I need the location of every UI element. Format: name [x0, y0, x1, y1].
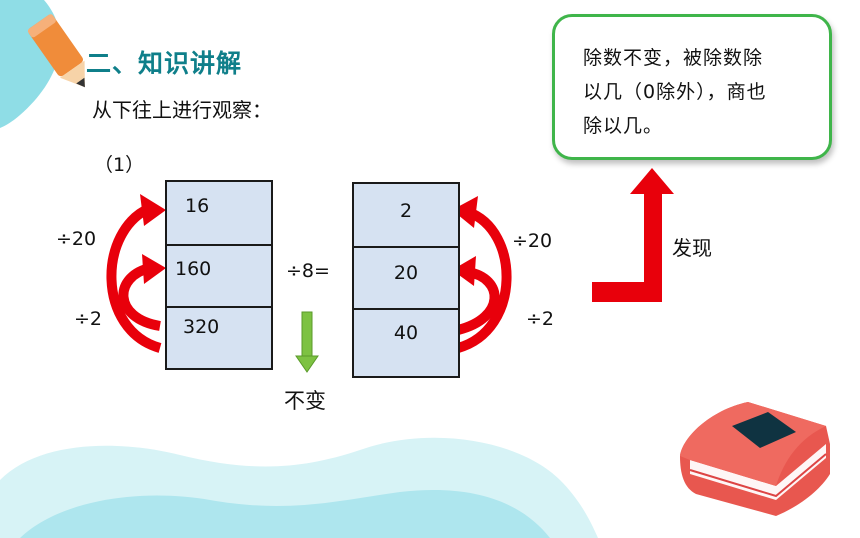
right-cell-40: 40	[354, 308, 458, 374]
discover-label: 发现	[672, 236, 712, 260]
unchanged-label: 不变	[284, 389, 326, 413]
unchanged-arrow	[295, 311, 319, 373]
slide-title: 二、知识讲解	[86, 49, 243, 78]
division-operator: ÷8=	[286, 260, 330, 282]
left-outer-arrow-label: ÷20	[56, 228, 97, 250]
right-inner-arrow	[452, 256, 500, 335]
conclusion-line-2: 以几（0除外），商也	[583, 81, 767, 103]
pencil-icon	[27, 14, 85, 88]
right-inner-arrow-label: ÷2	[526, 308, 555, 330]
right-outer-arrow	[452, 196, 512, 353]
slide-subtitle: 从下往上进行观察：	[92, 98, 272, 122]
left-inner-arrow-label: ÷2	[74, 308, 103, 330]
left-cell-160: 160	[167, 244, 271, 304]
book-icon	[680, 402, 830, 516]
conclusion-line-3: 除以几。	[583, 115, 664, 137]
right-number-stack: 2 20 40	[352, 182, 460, 378]
left-cell-320: 320	[167, 306, 271, 366]
left-inner-arrow	[118, 254, 166, 331]
left-number-stack: 16 160 320	[165, 180, 273, 370]
conclusion-line-1: 除数不变，被除数除	[583, 47, 764, 69]
right-cell-20: 20	[354, 246, 458, 306]
right-cell-2: 2	[399, 200, 413, 222]
right-outer-arrow-label: ÷20	[512, 230, 553, 252]
left-cell-16: 16	[185, 195, 210, 217]
part-label: （1）	[94, 154, 145, 176]
conclusion-note: 除数不变，被除数除 以几（0除外），商也 除以几。	[552, 14, 832, 160]
left-outer-arrow	[106, 194, 166, 353]
discovery-arrow	[592, 168, 674, 302]
bottom-wave-front	[20, 489, 550, 538]
